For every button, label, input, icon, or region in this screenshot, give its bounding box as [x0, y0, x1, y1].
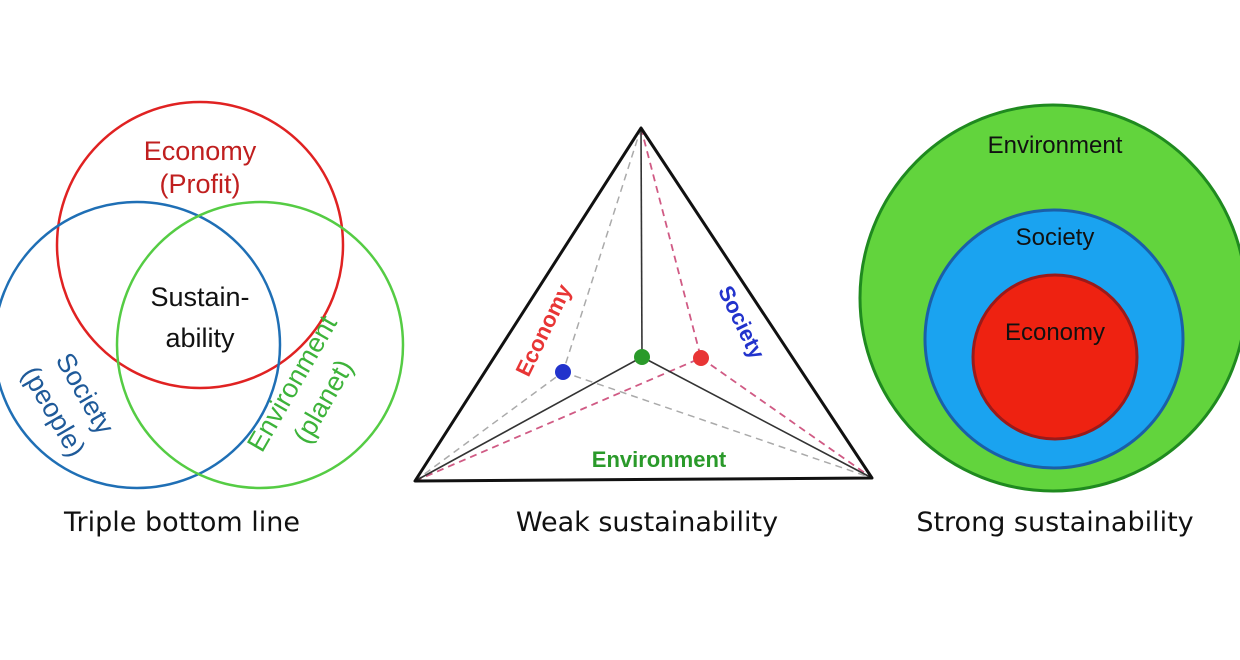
- grey-dashed-top-to-economy: [562, 127, 642, 373]
- environment-label-group: Environment (planet): [241, 310, 359, 457]
- grey-dashed-left-to-economy: [414, 371, 564, 482]
- weak-society-label-group: Society: [713, 282, 770, 364]
- profit-label: (Profit): [160, 169, 241, 199]
- environment-circle: [115, 200, 405, 490]
- strong-sustainability-diagram: Environment Society Economy Strong susta…: [858, 103, 1240, 538]
- sustainability-label-line1: Sustain-: [150, 282, 249, 312]
- economy-circle: [55, 100, 345, 390]
- sustainability-label-line2: ability: [165, 323, 235, 353]
- strong-economy-label: Economy: [1005, 319, 1105, 346]
- solid-left-to-center: [414, 356, 643, 482]
- pink-dashed-society-to-right: [700, 357, 873, 479]
- solid-center-to-right: [641, 356, 873, 479]
- outer-triangle: [413, 126, 874, 483]
- triple-bottom-line-diagram: Economy (Profit) Sustain- ability Societ…: [0, 100, 405, 538]
- solid-top-to-center: [640, 127, 643, 358]
- society-label-group: Society (people): [16, 348, 120, 462]
- triple-bottom-line-caption: Triple bottom line: [63, 507, 300, 538]
- grey-dashed-economy-to-right: [562, 371, 873, 479]
- strong-environment-label: Environment: [988, 132, 1123, 159]
- economy-dot: [555, 364, 571, 380]
- pink-dashed-top-to-society: [640, 127, 702, 359]
- pink-dashed-left-to-society: [414, 357, 702, 482]
- economy-label: Economy: [144, 136, 257, 166]
- environment-dot: [634, 349, 650, 365]
- weak-sustainability-diagram: Economy Society Environment Weak sustain…: [413, 126, 874, 538]
- society-dot: [693, 350, 709, 366]
- weak-sustainability-caption: Weak sustainability: [516, 507, 778, 538]
- economy-inner-circle: [971, 273, 1139, 441]
- strong-sustainability-caption: Strong sustainability: [916, 507, 1193, 538]
- society-circle: [0, 200, 282, 490]
- strong-society-label: Society: [1016, 224, 1095, 251]
- weak-society-label: Society: [713, 282, 770, 364]
- weak-environment-label: Environment: [592, 447, 727, 472]
